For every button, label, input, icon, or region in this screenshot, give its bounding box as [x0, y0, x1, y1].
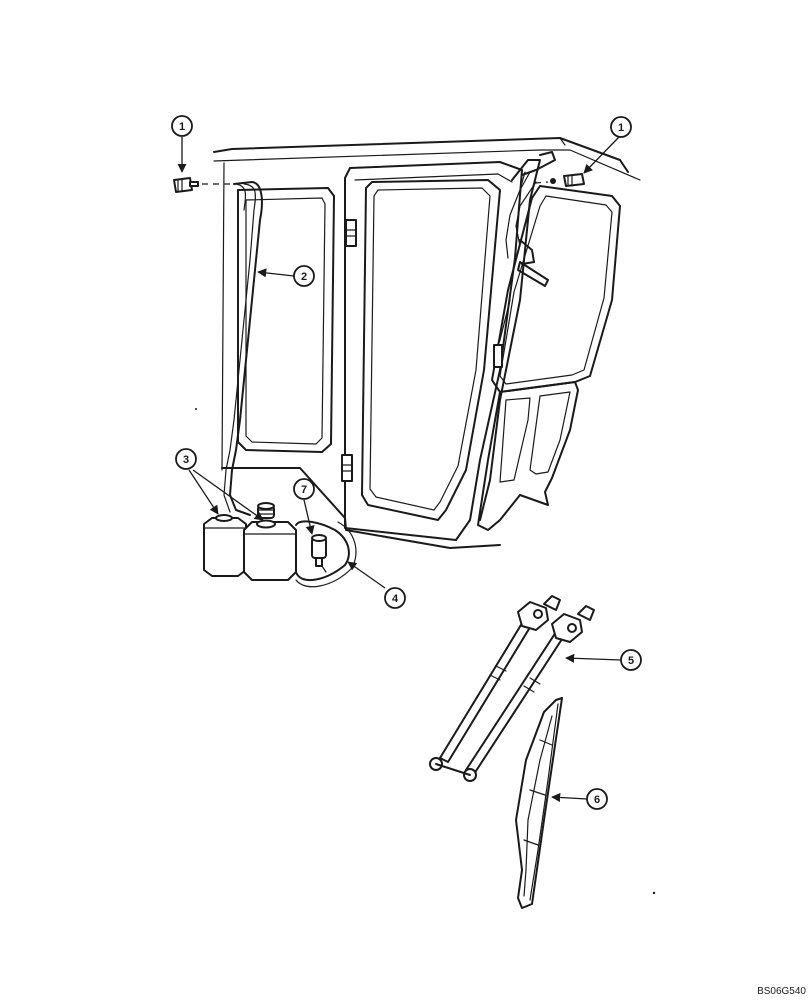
callout-2: 2 — [293, 265, 315, 287]
callout-3: 3 — [175, 448, 197, 470]
callout-1-right: 1 — [610, 116, 632, 138]
svg-text:7: 7 — [301, 484, 307, 496]
wiper-arm-assembly — [429, 595, 595, 782]
cab-illustration — [173, 137, 641, 549]
svg-text:4: 4 — [392, 593, 399, 605]
drawing-code: BS06G540 — [757, 986, 806, 997]
svg-text:1: 1 — [179, 121, 185, 133]
washer-reservoir-left — [203, 514, 247, 577]
nozzle-fitting-right — [534, 173, 585, 187]
washer-pump — [311, 534, 327, 567]
svg-text:6: 6 — [594, 794, 600, 806]
washer-reservoir-right — [243, 502, 297, 581]
svg-text:3: 3 — [183, 454, 189, 466]
callout-5: 5 — [620, 649, 642, 671]
callout-6: 6 — [586, 788, 608, 810]
svg-text:2: 2 — [301, 271, 307, 283]
washer-hose — [223, 181, 263, 516]
callout-1-left: 1 — [171, 115, 193, 137]
callout-4: 4 — [384, 587, 406, 609]
svg-text:5: 5 — [628, 655, 634, 667]
svg-text:1: 1 — [618, 122, 624, 134]
callout-7: 7 — [293, 478, 315, 500]
nozzle-fitting-left — [173, 177, 232, 193]
leader-lines — [177, 136, 622, 803]
wiper-blade — [515, 697, 563, 909]
